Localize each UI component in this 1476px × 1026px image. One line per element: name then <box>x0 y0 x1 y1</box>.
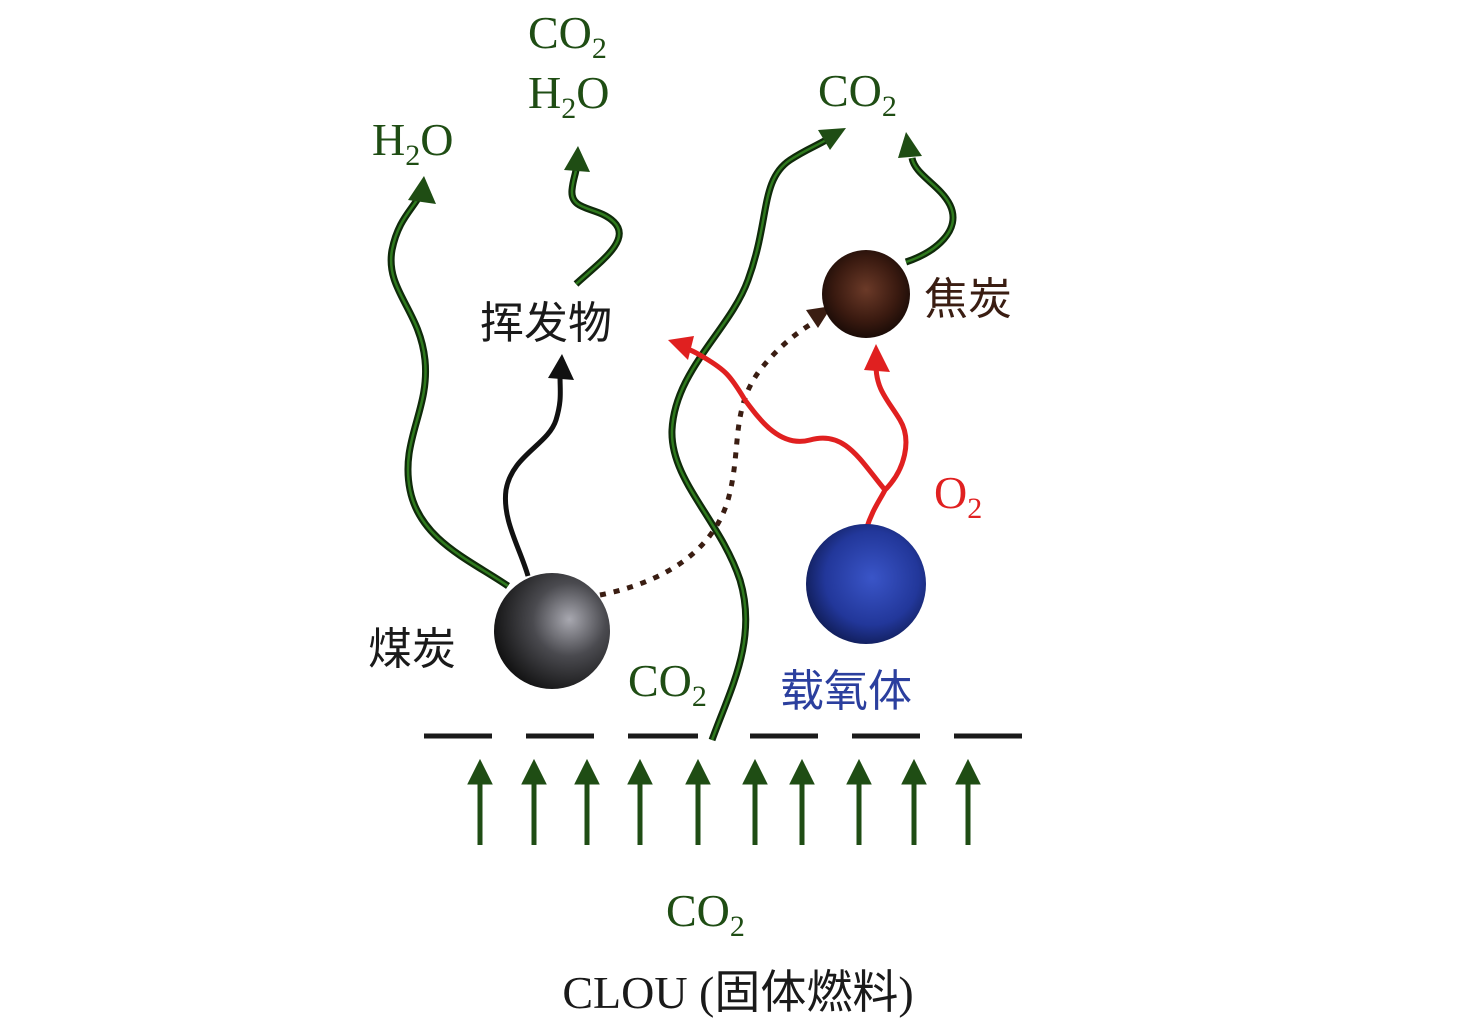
arrow-head <box>898 132 922 158</box>
volatiles-oxidation-path <box>564 146 623 287</box>
o2-label: O2 <box>934 467 982 525</box>
inlet-arrow <box>846 758 872 845</box>
arrow-head <box>408 176 436 204</box>
arrow-head <box>864 344 890 372</box>
co2-inlet-label: CO2 <box>666 885 745 943</box>
figure-caption: CLOU (固体燃料) <box>562 967 913 1018</box>
char-particle <box>822 250 910 338</box>
h2o-label-left: H2O <box>372 114 453 172</box>
co2-through-path <box>668 128 846 742</box>
arrow-head <box>564 146 590 172</box>
inlet-arrows <box>467 758 981 845</box>
char-oxidation-path <box>898 132 957 266</box>
arrow-head <box>668 336 694 360</box>
arrow-head <box>548 354 574 380</box>
inlet-arrow <box>901 758 927 845</box>
char-formation-path <box>599 306 832 598</box>
co2-label-bottom-middle: CO2 <box>628 655 707 713</box>
co2-label-middle: CO2 <box>528 7 607 65</box>
oxygen-carrier-label: 载氧体 <box>780 666 912 717</box>
h2o-label-middle: H2O <box>528 67 609 125</box>
oxygen-carrier-particle <box>806 524 926 644</box>
inlet-arrow <box>955 758 981 845</box>
inlet-arrow <box>574 758 600 845</box>
coal-label: 煤炭 <box>368 624 456 675</box>
inlet-arrow <box>467 758 493 845</box>
inlet-arrow <box>627 758 653 845</box>
devolatilization-path <box>502 354 574 577</box>
o2-release-paths <box>668 336 909 531</box>
co2-label-top-right: CO2 <box>818 65 897 123</box>
volatiles-label: 挥发物 <box>480 298 612 349</box>
arrow-head <box>806 306 832 328</box>
inlet-arrow <box>685 758 711 845</box>
h2o-release-path <box>387 176 510 589</box>
inlet-arrow <box>789 758 815 845</box>
coal-particle <box>494 573 610 689</box>
char-label: 焦炭 <box>924 274 1012 325</box>
arrow-head <box>818 128 846 150</box>
inlet-arrow <box>742 758 768 845</box>
inlet-arrow <box>521 758 547 845</box>
